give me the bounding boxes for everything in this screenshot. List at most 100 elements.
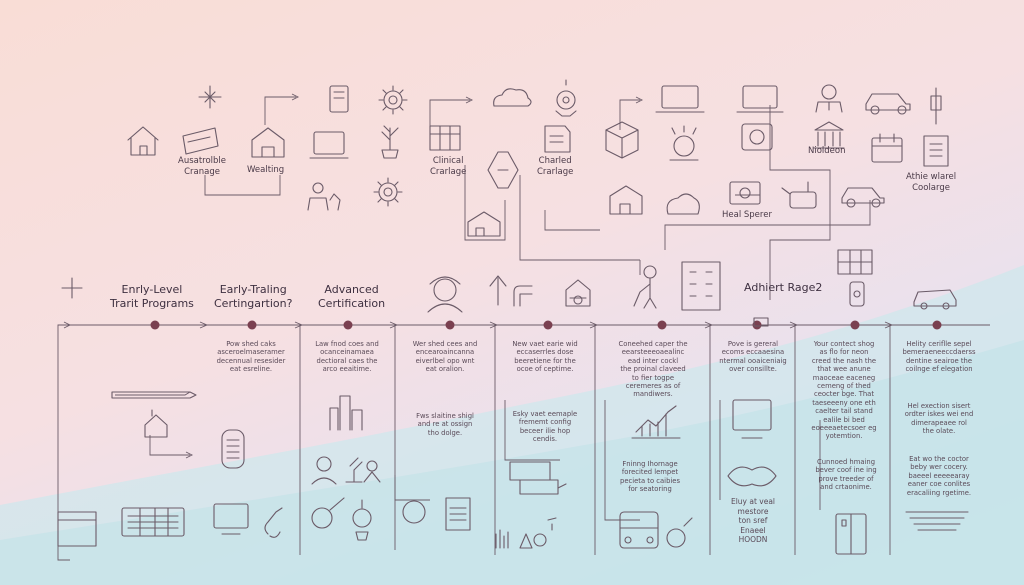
desc-line: Enaeel <box>740 525 766 535</box>
desc-block: Your contect shog as flo for neon creed … <box>800 340 888 441</box>
checklist-icon <box>923 135 949 167</box>
locker-icon <box>835 513 867 555</box>
label-heal-sperer: Heal Sperer <box>722 210 772 221</box>
label-line: Athie wlarel <box>906 172 957 182</box>
growth-chart-icon <box>631 405 681 439</box>
stage-line: Certingartion? <box>214 297 293 310</box>
label-nioldeon: Nioldeon <box>808 146 846 157</box>
car-icon <box>841 187 885 208</box>
desc-line: ton sref <box>738 516 768 525</box>
desc-line: prove treeder of <box>818 474 874 483</box>
ring-icon <box>402 499 426 524</box>
desc-block: Fws slaitine shigl and re at ossign tho … <box>398 412 492 437</box>
timeline-node <box>657 320 667 330</box>
timeline-node <box>752 320 762 330</box>
timeline-node <box>543 320 553 330</box>
laptop-icon <box>309 131 349 159</box>
timeline-node <box>850 320 860 330</box>
stage-title-early: Early-Traling Certingartion? <box>214 283 292 311</box>
person-icon <box>363 460 381 483</box>
desc-line: frememt config <box>518 418 572 427</box>
handshake-icon <box>727 466 777 487</box>
desc-block: Pove is gereral ecoms eccaaesina ntermal… <box>712 340 794 374</box>
desc-block: Law fnod coes and ocanceinamaea dectiora… <box>302 340 392 374</box>
desc-line: bever coof ine ing <box>815 466 877 475</box>
trophy-icon <box>352 499 372 541</box>
desc-line: Wer shed cees and <box>412 340 478 348</box>
lamp-icon <box>487 151 519 189</box>
desc-line: beeretiene for the <box>514 356 576 365</box>
house-icon <box>144 409 168 438</box>
desc-block: Coneehed caper the eearsteeeoaealinc ead… <box>600 340 706 399</box>
desc-line: ntermal ooaiceniaig <box>719 356 787 365</box>
label-line: Clinical <box>432 156 464 166</box>
heater-icon <box>221 429 245 469</box>
desc-line: Your contect shog <box>813 340 875 348</box>
label-line: Ausatrolble <box>178 156 227 166</box>
plant-icon <box>381 125 399 159</box>
businessman-icon <box>815 84 843 113</box>
desc-line: ead inter cockl <box>627 356 679 365</box>
desc-line: to fier togpe <box>631 373 675 382</box>
document-icon <box>445 497 471 531</box>
desc-line: that wee anune <box>817 365 871 374</box>
guitar-icon <box>264 507 283 538</box>
desc-line: taeseeeny one eth <box>812 398 876 407</box>
vault-icon <box>741 123 773 151</box>
desc-line: ordter iskes wei end <box>904 410 974 419</box>
desc-line: and re at ossign <box>417 420 473 429</box>
desc-line: Fninng Ihornage <box>622 460 678 468</box>
label-line: Charled <box>538 156 572 166</box>
stage-line: Early-Traling <box>219 283 287 296</box>
shelf-icon <box>905 511 969 531</box>
timeline-node <box>343 320 353 330</box>
desc-line: ocoe of ceptime. <box>516 365 574 374</box>
timeline-node <box>932 320 942 330</box>
gear-icon <box>373 177 403 207</box>
phone-icon <box>849 281 865 307</box>
desc-line: baeeel eeeeearay <box>908 471 970 480</box>
desc-line: eaner coe conlites <box>907 480 971 489</box>
monitor-icon <box>213 503 249 535</box>
timeline-node <box>150 320 160 330</box>
bars-icon <box>495 529 509 549</box>
building-icon <box>681 261 721 311</box>
desc-block: Wer shed cees and encearoaincanna eiverl… <box>398 340 492 374</box>
label-line: Wealting <box>247 165 285 175</box>
sparkle-icon <box>198 85 222 109</box>
desc-block: Esky vaet eemaple frememt config beceer … <box>498 410 592 444</box>
desc-line: as flo for neon <box>819 348 869 357</box>
desc-line: Pow shed caks <box>226 340 276 348</box>
desc-line: decennual resesider <box>216 356 286 365</box>
people-icon <box>307 182 341 211</box>
stage-line: Adhiert Rage2 <box>744 281 823 294</box>
box-icon <box>605 121 639 159</box>
desc-line: Eluy at veal <box>730 497 776 506</box>
label-line: Coolarge <box>912 183 950 193</box>
grid-icon <box>837 249 873 275</box>
house-icon <box>127 126 159 156</box>
label-clinical: Clinical Crarlage <box>430 156 466 178</box>
label-line: Crarlage <box>537 167 574 177</box>
desc-line: maoceae eaceneg <box>812 373 876 382</box>
bus-icon <box>619 511 659 549</box>
gear-icon <box>378 85 408 115</box>
stage-line: Enrly-Level <box>121 283 183 296</box>
elder-icon <box>633 265 657 309</box>
monitor-icon <box>732 399 772 439</box>
stage-title-entry: Enrly-Level Trarit Programs <box>110 283 194 311</box>
barn-icon <box>251 127 285 158</box>
desc-line: Helity ceriflle sepel <box>906 340 972 348</box>
desc-block: Helity ceriflle sepel bemeraeneeccdaerss… <box>895 340 983 374</box>
stage-line: Advanced <box>324 283 379 296</box>
label-ausatrolble: Ausatrolble Cranage <box>178 156 226 178</box>
desc-block: Hel exection sisert ordter iskes wei end… <box>895 402 983 436</box>
label-charled: Charled Crarlage <box>537 156 573 178</box>
person-icon <box>427 276 463 313</box>
desc-line: mestore <box>737 506 769 516</box>
desc-line: beceer ilie hop <box>519 426 571 435</box>
ruler-icon <box>111 391 197 399</box>
house-icon <box>609 185 643 215</box>
